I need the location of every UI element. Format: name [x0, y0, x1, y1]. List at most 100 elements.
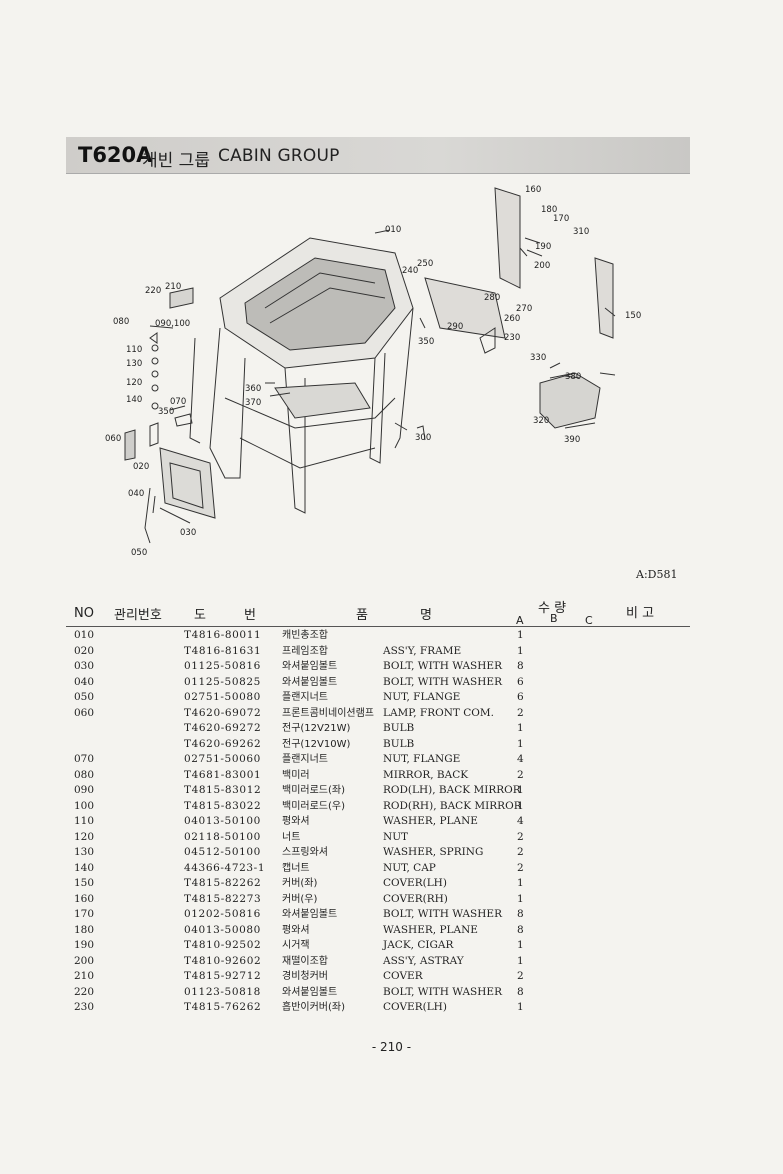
quantity-a: 1 [517, 892, 524, 905]
part-name-korean: 와셔붙임볼트 [282, 909, 338, 920]
col-mgmt-no: 관리번호 [114, 608, 162, 623]
quantity-a: 6 [517, 691, 524, 703]
quantity-a: 2 [517, 861, 524, 874]
part-name-korean: 평와셔 [282, 816, 310, 827]
quantity-a: 1 [517, 877, 524, 889]
drawing-number: 02751-50060 [184, 753, 261, 765]
quantity-a: 1 [517, 1001, 524, 1013]
svg-text:160: 160 [525, 185, 541, 195]
part-name-english: COVER(RH) [383, 892, 448, 905]
col-remarks: 비 고 [626, 606, 655, 621]
part-name-korean: 커버(우) [282, 893, 318, 905]
part-name-english: ASS'Y, ASTRAY [383, 954, 464, 967]
cover-small [169, 287, 194, 309]
svg-text:210: 210 [165, 282, 181, 292]
part-name-english: BOLT, WITH WASHER [383, 675, 502, 688]
col-qty-b: B [550, 612, 558, 625]
svg-text:070: 070 [170, 397, 186, 407]
drawing-number: 04013-50080 [184, 923, 261, 936]
svg-text:090,100: 090,100 [155, 319, 190, 329]
part-name-korean: 와셔붙임볼트 [282, 661, 338, 672]
drawing-number: 01202-50816 [184, 908, 261, 920]
part-name-korean: 와셔붙임볼트 [282, 986, 338, 998]
svg-text:290: 290 [447, 322, 463, 332]
part-number-index: 050 [74, 691, 95, 703]
part-number-index: 200 [74, 954, 95, 967]
part-name-english: ASS'Y, FRAME [383, 644, 462, 657]
part-name-english: BOLT, WITH WASHER [383, 985, 502, 998]
quantity-a: 1 [517, 954, 524, 967]
part-number-index: 180 [74, 923, 95, 936]
part-number-index: 060 [74, 706, 95, 719]
drawing-number: T4810-92502 [184, 939, 262, 951]
quantity-a: 8 [517, 908, 524, 920]
quantity-a: 1 [517, 737, 524, 750]
part-number-index: 020 [74, 644, 95, 657]
part-name-korean: 플랜지너트 [282, 692, 328, 703]
svg-text:310: 310 [573, 227, 589, 237]
svg-text:350: 350 [418, 337, 434, 347]
part-number-index: 150 [74, 877, 95, 889]
drawing-number: T4815-92712 [184, 970, 262, 982]
cover-lh [594, 257, 614, 339]
drawing-number: T4815-83022 [184, 799, 262, 812]
quantity-a: 2 [517, 846, 524, 858]
col-drawing-2: 번 [244, 608, 256, 623]
quantity-a: 8 [517, 660, 524, 672]
part-name-korean: 전구(12V21W) [282, 723, 351, 734]
part-name-english: BOLT, WITH WASHER [383, 908, 502, 920]
svg-text:200: 200 [534, 261, 550, 271]
part-name-english: WASHER, SPRING [383, 846, 484, 858]
drawing-number: T4620-69072 [184, 706, 262, 719]
part-name-english: BULB [383, 737, 415, 750]
svg-text:190: 190 [535, 242, 551, 252]
part-number-index: 080 [74, 768, 95, 781]
quantity-a: 2 [517, 768, 524, 781]
part-name-english: COVER(LH) [383, 877, 447, 889]
part-name-english: LAMP, FRONT COM. [383, 706, 494, 719]
drawing-number: 02118-50100 [184, 830, 261, 843]
svg-text:020: 020 [133, 462, 149, 472]
col-qty: 수 량 [538, 601, 567, 616]
svg-text:170: 170 [553, 214, 569, 224]
drawing-number: 02751-50080 [184, 691, 261, 703]
col-qty-c: C [585, 614, 593, 627]
part-number-index: 120 [74, 830, 95, 843]
svg-text:030: 030 [180, 528, 196, 538]
quantity-a: 2 [517, 706, 524, 719]
part-number-index: 070 [74, 753, 95, 765]
drawing-number: T4620-69262 [184, 737, 262, 750]
part-name-english: JACK, CIGAR [383, 939, 454, 951]
lamp-front [124, 429, 136, 461]
quantity-a: 2 [517, 970, 524, 982]
svg-text:260: 260 [504, 314, 520, 324]
part-name-korean: 재떨이조합 [282, 955, 328, 967]
part-number-index: 220 [74, 985, 95, 998]
part-name-english: BULB [383, 722, 415, 734]
part-name-english: NUT, CAP [383, 861, 436, 874]
part-name-korean: 경비청커버 [282, 971, 328, 982]
drawing-number: 01125-50825 [184, 675, 261, 688]
part-number-index: 140 [74, 861, 95, 874]
quantity-a: 1 [517, 799, 524, 812]
quantity-a: 2 [517, 830, 524, 843]
svg-text:390: 390 [564, 435, 580, 445]
part-name-korean: 스프링와셔 [282, 847, 328, 858]
col-qty-a: A [516, 614, 524, 627]
title-korean: 캐빈 그룹 [142, 151, 210, 171]
part-number-index: 110 [74, 815, 95, 827]
quantity-a: 1 [517, 722, 524, 734]
drawing-number: T4815-76262 [184, 1001, 262, 1013]
